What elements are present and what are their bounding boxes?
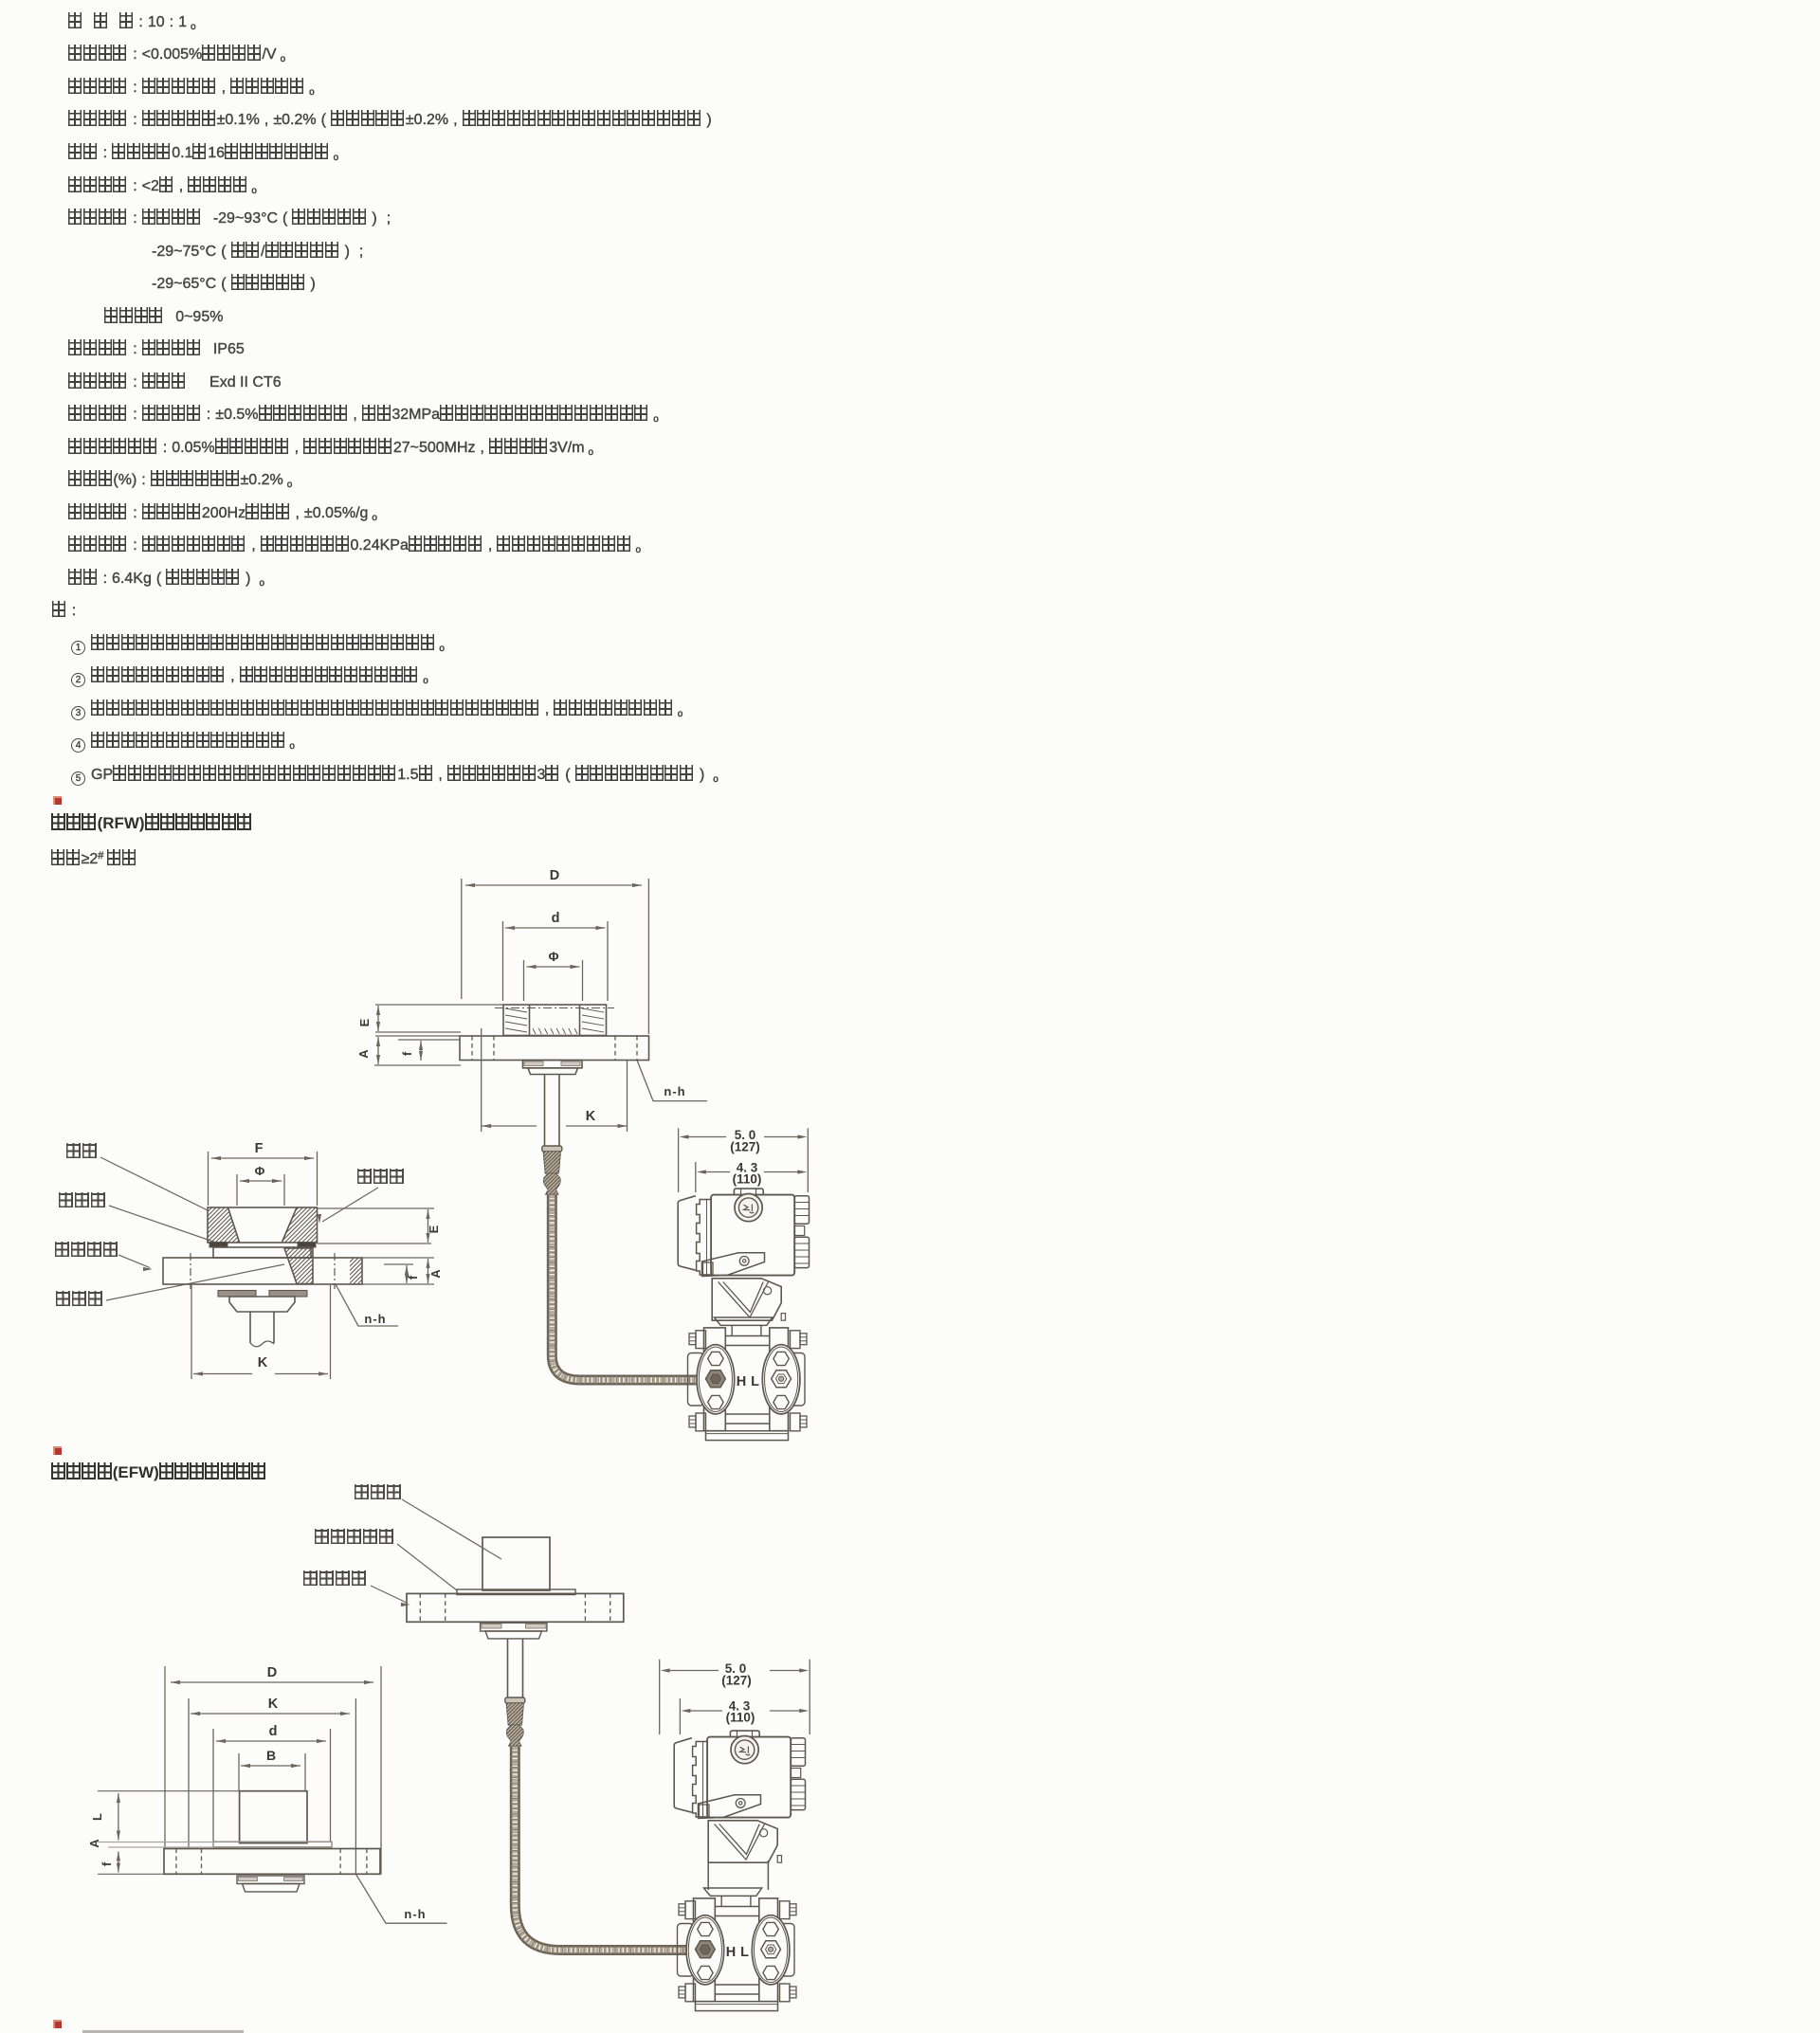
svg-text:B: B xyxy=(266,1748,276,1763)
svg-text:(127): (127) xyxy=(730,1140,760,1154)
svg-text:A: A xyxy=(87,1839,101,1848)
svg-text:d: d xyxy=(269,1724,278,1739)
svg-text:A: A xyxy=(428,1269,443,1279)
svg-text:Φ: Φ xyxy=(255,1164,265,1178)
svg-text:n-h: n-h xyxy=(664,1084,685,1098)
svg-text:D: D xyxy=(267,1665,277,1680)
svg-text:f: f xyxy=(406,1275,420,1280)
svg-text:n-h: n-h xyxy=(364,1312,386,1326)
svg-text:L: L xyxy=(740,1945,749,1960)
svg-text:D: D xyxy=(550,868,559,883)
svg-text:A: A xyxy=(356,1049,371,1059)
svg-text:Φ: Φ xyxy=(548,950,558,964)
svg-text:4. 3: 4. 3 xyxy=(729,1699,751,1714)
svg-text:(127): (127) xyxy=(721,1674,752,1688)
svg-text:L: L xyxy=(751,1374,759,1389)
svg-text:H: H xyxy=(737,1374,746,1389)
svg-text:L: L xyxy=(90,1813,104,1821)
svg-text:E: E xyxy=(427,1225,441,1233)
svg-text:(110): (110) xyxy=(733,1172,762,1187)
svg-text:(110): (110) xyxy=(726,1711,755,1725)
svg-text:f: f xyxy=(100,1861,114,1866)
svg-text:5. 0: 5. 0 xyxy=(735,1128,756,1142)
svg-text:F: F xyxy=(255,1141,264,1156)
svg-text:f: f xyxy=(400,1051,414,1056)
svg-text:K: K xyxy=(268,1697,279,1712)
svg-text:H: H xyxy=(726,1945,736,1960)
svg-text:d: d xyxy=(552,911,560,926)
svg-text:4. 3: 4. 3 xyxy=(737,1161,758,1175)
svg-text:5. 0: 5. 0 xyxy=(725,1661,747,1676)
svg-text:K: K xyxy=(586,1109,596,1124)
svg-text:E: E xyxy=(357,1018,372,1026)
svg-text:K: K xyxy=(258,1355,268,1370)
svg-text:n-h: n-h xyxy=(404,1907,426,1921)
